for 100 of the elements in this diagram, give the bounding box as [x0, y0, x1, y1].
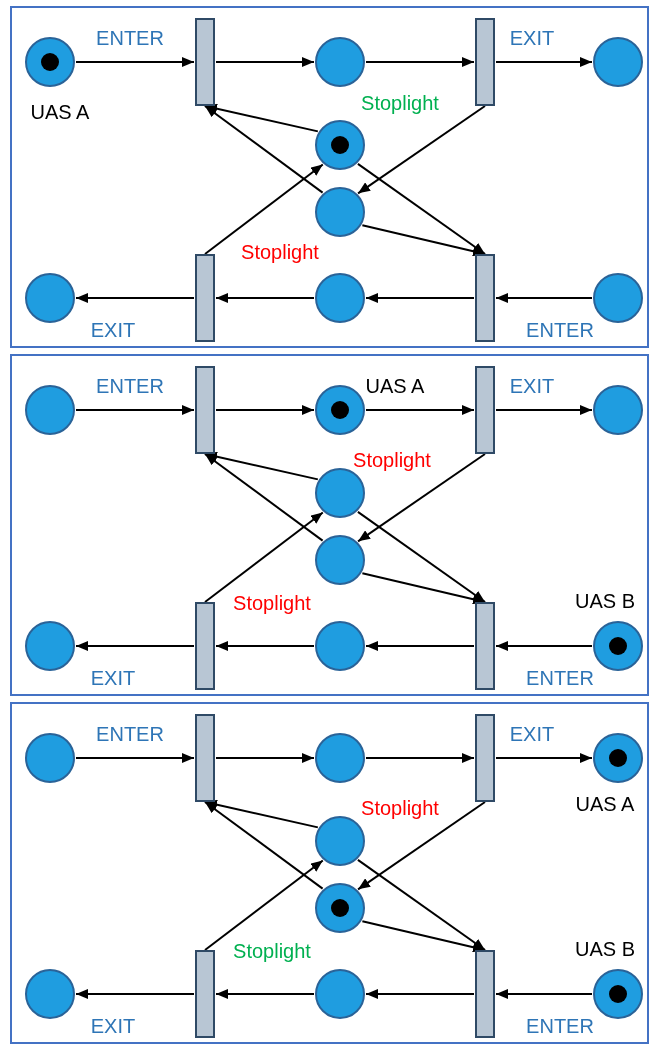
place-circle	[315, 733, 365, 783]
edge-label: ENTER	[526, 667, 594, 689]
arrow	[215, 989, 315, 999]
arrow	[357, 453, 486, 543]
arrow	[365, 57, 475, 67]
place-circle	[25, 733, 75, 783]
transition-bar	[475, 714, 495, 802]
transition-bar	[195, 714, 215, 802]
arrow	[204, 451, 319, 481]
token-dot	[609, 637, 627, 655]
arrow	[75, 641, 195, 651]
arrow	[204, 103, 319, 133]
arrow	[357, 105, 486, 195]
transition-bar	[195, 254, 215, 342]
arrow	[215, 641, 315, 651]
edge-label: ENTER	[96, 375, 164, 397]
place-circle	[315, 621, 365, 671]
place-circle	[25, 37, 75, 87]
token-dot	[609, 985, 627, 1003]
arrow	[75, 57, 195, 67]
node-caption: Stoplight	[241, 241, 319, 263]
panel-frame	[10, 6, 649, 348]
place-circle	[315, 883, 365, 933]
transition-bar	[475, 950, 495, 1038]
edge-label: EXIT	[90, 1015, 136, 1037]
transition-bar	[195, 602, 215, 690]
arrow	[204, 163, 324, 255]
place-circle	[25, 621, 75, 671]
token-dot	[609, 749, 627, 767]
arrow	[204, 801, 324, 890]
token-dot	[331, 136, 349, 154]
node-caption: UAS A	[30, 101, 90, 123]
node-caption: Stoplight	[361, 797, 439, 819]
edge-label: ENTER	[96, 27, 164, 49]
node-caption: Stoplight	[361, 92, 439, 114]
arrow	[215, 293, 315, 303]
arrow	[75, 989, 195, 999]
panel-frame	[10, 702, 649, 1044]
edge-label: ENTER	[96, 723, 164, 745]
edge-label: EXIT	[509, 375, 555, 397]
place-circle	[315, 969, 365, 1019]
place-circle	[315, 120, 365, 170]
edge-label: EXIT	[509, 723, 555, 745]
transition-bar	[475, 254, 495, 342]
place-circle	[25, 385, 75, 435]
place-circle	[25, 969, 75, 1019]
panel-frame	[10, 354, 649, 696]
transition-bar	[195, 18, 215, 106]
place-circle	[315, 385, 365, 435]
arrow	[204, 511, 324, 603]
node-caption: Stoplight	[233, 940, 311, 962]
transition-bar	[195, 366, 215, 454]
place-circle	[593, 969, 643, 1019]
edge-label: ENTER	[526, 319, 594, 341]
place-circle	[593, 37, 643, 87]
place-circle	[25, 273, 75, 323]
arrow	[357, 801, 486, 891]
arrow	[495, 989, 593, 999]
node-caption: UAS B	[575, 590, 635, 612]
arrow	[215, 405, 315, 415]
place-circle	[315, 187, 365, 237]
place-circle	[593, 621, 643, 671]
arrow	[356, 858, 486, 951]
token-dot	[331, 401, 349, 419]
transition-bar	[475, 602, 495, 690]
arrow	[204, 453, 324, 542]
transition-bar	[195, 950, 215, 1038]
arrow	[204, 859, 324, 951]
arrow	[361, 224, 486, 257]
arrow	[204, 105, 324, 194]
edge-label: EXIT	[90, 319, 136, 341]
arrow	[215, 57, 315, 67]
arrow	[361, 572, 486, 605]
arrow	[204, 799, 319, 829]
transition-bar	[475, 366, 495, 454]
token-dot	[331, 899, 349, 917]
arrow	[75, 753, 195, 763]
arrow	[365, 641, 475, 651]
arrow	[495, 405, 593, 415]
arrow	[215, 753, 315, 763]
place-circle	[315, 273, 365, 323]
token-dot	[41, 53, 59, 71]
place-circle	[315, 37, 365, 87]
arrow	[495, 293, 593, 303]
node-caption: UAS A	[575, 793, 635, 815]
arrow	[495, 57, 593, 67]
place-circle	[593, 385, 643, 435]
arrow	[75, 293, 195, 303]
arrow	[365, 293, 475, 303]
arrow	[361, 920, 486, 953]
arrow	[365, 989, 475, 999]
arrow	[75, 405, 195, 415]
arrow	[356, 510, 486, 603]
place-circle	[315, 535, 365, 585]
node-caption: Stoplight	[233, 592, 311, 614]
place-circle	[593, 733, 643, 783]
node-caption: Stoplight	[353, 449, 431, 471]
edge-label: ENTER	[526, 1015, 594, 1037]
transition-bar	[475, 18, 495, 106]
edge-label: EXIT	[90, 667, 136, 689]
